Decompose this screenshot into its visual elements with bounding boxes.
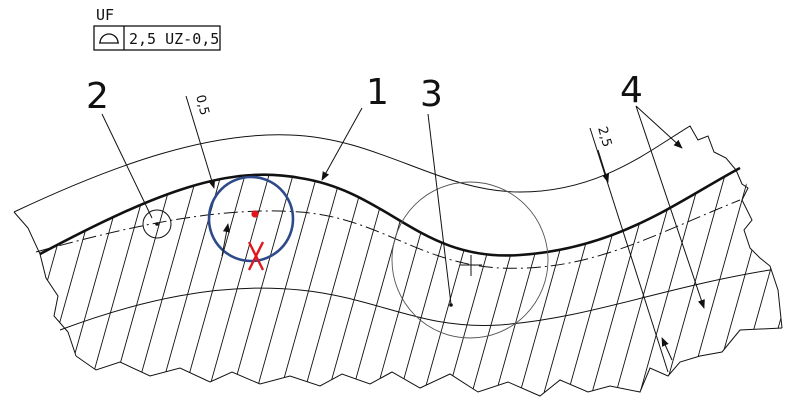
frame-modifier: UF xyxy=(96,6,114,24)
hatch-line xyxy=(781,168,782,396)
hatch-line xyxy=(541,168,613,396)
right-cut-edge xyxy=(735,169,783,329)
large-sphere-center-mark xyxy=(460,255,482,276)
lower-tolerance-boundary xyxy=(59,269,771,331)
leader-4a xyxy=(635,105,683,149)
hatch-line xyxy=(277,168,349,396)
hatch-line xyxy=(349,168,421,396)
dim-2-5-arrow-top xyxy=(597,149,610,183)
hatch-line xyxy=(493,168,565,396)
surface-profile-icon xyxy=(99,33,119,44)
hatch-line xyxy=(613,168,685,396)
hatch-line xyxy=(205,168,277,396)
callout-3: 3 xyxy=(420,74,443,115)
hatch-line xyxy=(40,168,109,396)
leader-4b xyxy=(635,105,705,309)
hatch-line xyxy=(589,168,661,396)
feature-control-frame: UF 2,5 UZ-0,5 xyxy=(93,6,221,51)
dim-2-5-arrow-bottom xyxy=(661,337,673,361)
callout-2: 2 xyxy=(86,76,109,117)
small-sphere-center xyxy=(155,222,159,226)
highlight-circle xyxy=(207,175,295,263)
dim-2-5-text: 2,5 xyxy=(594,125,614,149)
leader-2 xyxy=(101,113,153,219)
hatch-line xyxy=(229,168,301,396)
hatch-line xyxy=(133,168,205,396)
callout-4: 4 xyxy=(620,70,643,111)
dim-0-5-text: 0,5 xyxy=(192,93,212,117)
dim-2-5-line xyxy=(589,127,669,373)
leader-3 xyxy=(427,113,452,305)
hatch-line xyxy=(565,168,637,396)
hatch-line xyxy=(40,168,61,396)
actual-surface-profile xyxy=(39,166,741,257)
hatch-line xyxy=(373,168,445,396)
red-cross-icon xyxy=(247,241,265,271)
callout-1: 1 xyxy=(366,72,389,113)
hatch-line xyxy=(637,168,709,396)
center-line xyxy=(35,199,741,269)
hatch-line xyxy=(181,168,253,396)
hatch-line xyxy=(397,168,469,396)
hatch-line xyxy=(253,168,325,396)
bottom-cut-edge xyxy=(75,327,783,397)
large-sphere-point xyxy=(449,303,453,307)
small-sphere xyxy=(142,209,172,239)
left-cut-edge xyxy=(13,211,77,357)
frame-value: 2,5 UZ-0,5 xyxy=(129,30,219,48)
hatch-line xyxy=(685,168,757,396)
large-sphere xyxy=(391,181,549,339)
frame-border xyxy=(93,25,221,51)
hatch-line xyxy=(40,168,85,396)
hatch-line xyxy=(157,168,229,396)
hatch-line xyxy=(661,168,733,396)
dim-0-5-line xyxy=(185,95,216,189)
upper-tolerance-boundary xyxy=(13,125,737,213)
hatch-line xyxy=(757,168,782,396)
leader-1 xyxy=(321,107,363,181)
dim-0-5-line-lower xyxy=(221,223,231,257)
hatch-line xyxy=(517,168,589,396)
red-point xyxy=(251,210,259,218)
